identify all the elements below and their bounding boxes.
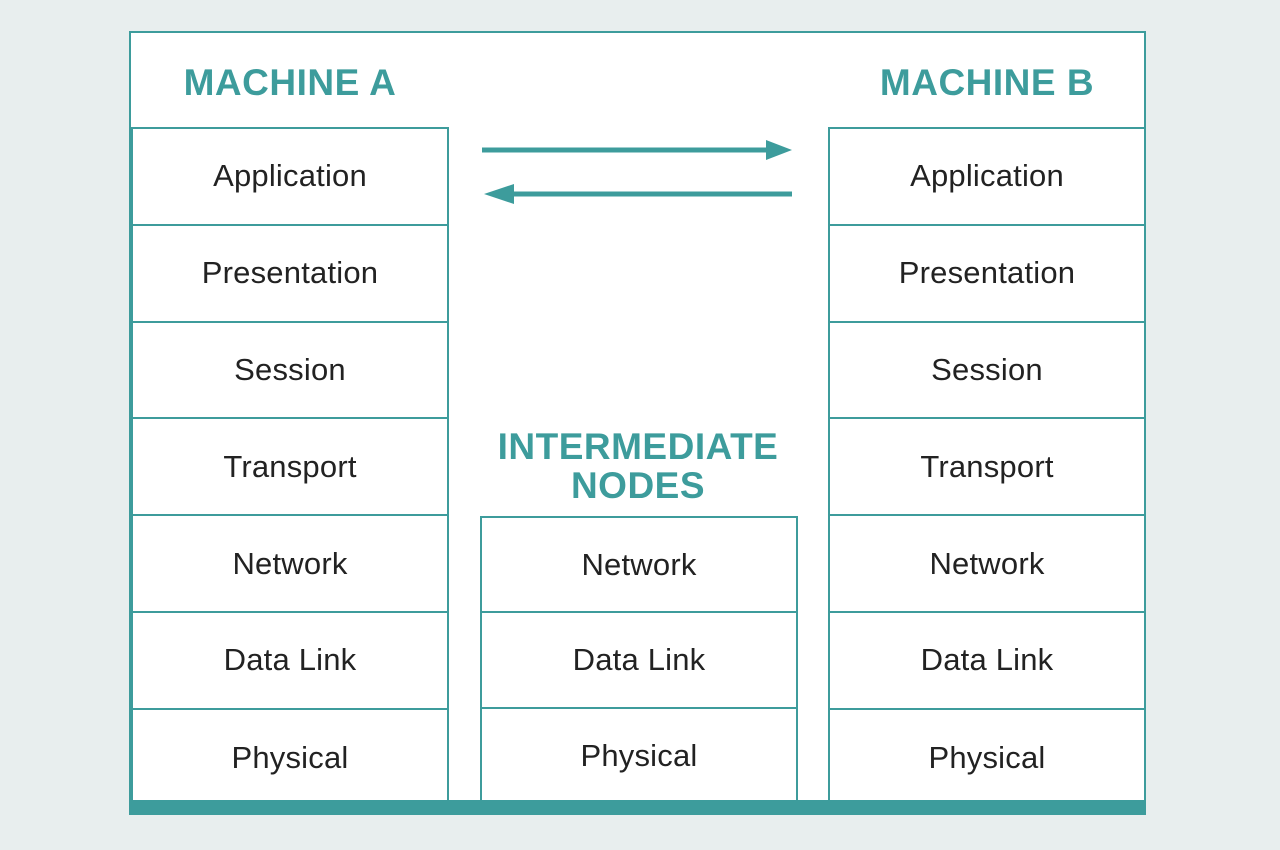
intermediate-layer-physical: Physical: [580, 738, 698, 774]
machine-b-layer-physical: Physical: [928, 740, 1046, 776]
machine-b-layer-session: Session: [830, 323, 1144, 420]
machine-b-layer-transport: Transport: [830, 419, 1144, 517]
machine-a-layer-physical: Physical: [231, 740, 349, 776]
machine-a-layer-network: Network: [133, 516, 447, 613]
frame-bottom-bar: [129, 800, 1146, 815]
intermediate-nodes-title: INTERMEDIATE NODES: [497, 426, 779, 506]
machine-a-layer-transport: Transport: [133, 419, 447, 517]
arrow-right-icon: [482, 140, 792, 160]
machine-b-layer-application: Application: [830, 129, 1144, 226]
machine-a-stack: Application Presentation Session Transpo…: [131, 127, 449, 807]
intermediate-layer-network: Network: [482, 518, 796, 614]
machine-a-title: MACHINE A: [183, 62, 397, 103]
machine-a-layer-presentation: Presentation: [133, 226, 447, 323]
arrow-left-icon: [484, 184, 792, 204]
machine-a-layer-application: Application: [133, 129, 447, 226]
machine-a-layer-data-link: Data Link: [133, 613, 447, 710]
intermediate-layer-data-link: Data Link: [482, 613, 796, 709]
machine-b-stack: Application Presentation Session Transpo…: [828, 127, 1146, 807]
machine-b-title: MACHINE B: [879, 62, 1095, 103]
machine-b-layer-presentation: Presentation: [830, 226, 1144, 323]
intermediate-stack: Network Data Link Physical: [480, 516, 798, 804]
machine-b-layer-network: Network: [830, 516, 1144, 613]
arrows: [482, 140, 792, 204]
machine-b-layer-data-link: Data Link: [830, 613, 1144, 710]
machine-a-layer-session: Session: [133, 323, 447, 420]
diagram-frame: [129, 31, 1146, 815]
